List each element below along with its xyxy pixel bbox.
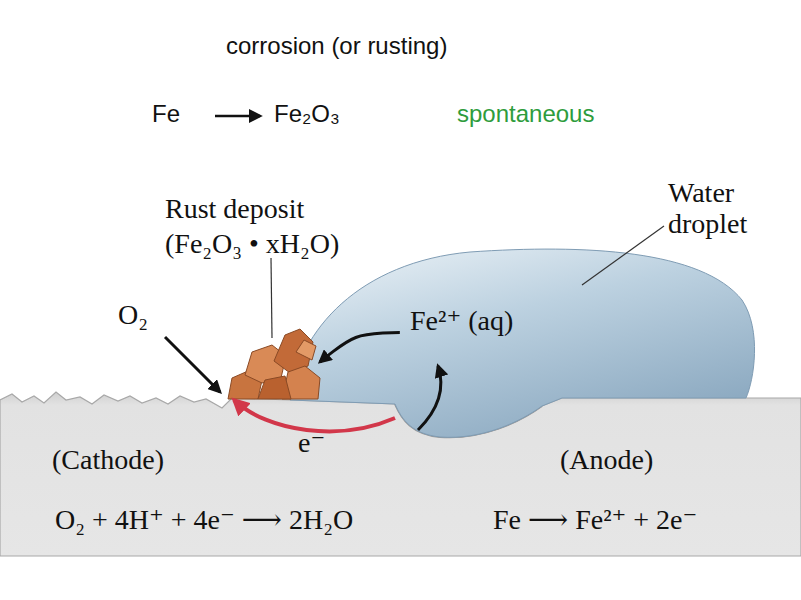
rust-deposit: Rust deposit(Fe₂O₃ • xH₂O) [222, 322, 324, 402]
oxygen-label: O₂ [118, 300, 148, 331]
anode-equation: Fe ⟶ Fe²⁺ + 2e⁻ [493, 505, 697, 536]
rust-heading: Rust deposit [165, 194, 304, 225]
electron-label: e⁻ [298, 428, 325, 459]
ion-migration-arrow [320, 332, 400, 362]
shape-group [228, 329, 320, 399]
water-droplet-outline [288, 248, 754, 440]
droplet-callout: Water droplet [668, 178, 798, 240]
rust-formula: (Fe₂O₃ • xH₂O) [165, 229, 339, 260]
ion-release-arrow [418, 366, 441, 430]
product-label: Fe₂O₃ [274, 101, 340, 127]
reactant-label: Fe [152, 101, 180, 127]
leader-line [582, 226, 664, 285]
leader-line [271, 258, 272, 338]
rust-deposit-outline [222, 322, 324, 402]
oxygen-arrow [165, 337, 220, 392]
iron-surface [0, 392, 801, 556]
water-droplet: Water droplet [288, 248, 754, 440]
anode-label: (Anode) [560, 445, 653, 476]
rust-deposit-shape [296, 340, 316, 360]
water-droplet-shape [290, 249, 755, 437]
cathode-equation: O₂ + 4H⁺ + 4e⁻ ⟶ 2H₂O [55, 505, 353, 536]
rust-deposit-shape [258, 376, 291, 399]
connector-group [320, 332, 400, 362]
shape-group [290, 249, 755, 437]
spontaneity-note: spontaneous [457, 101, 594, 127]
cathode-label: (Cathode) [52, 445, 164, 476]
electron-flow-arrow [234, 400, 395, 431]
reaction-arrow [215, 115, 260, 118]
diagram-title: corrosion (or rusting) [226, 33, 447, 59]
